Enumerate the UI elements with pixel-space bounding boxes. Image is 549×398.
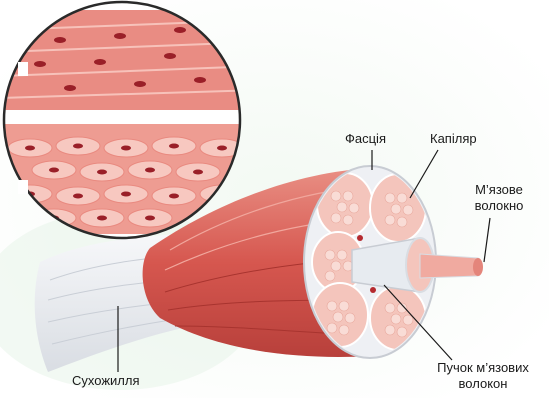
muscle-fiber-label: М’язове волокно: [458, 182, 540, 214]
muscle-fiber-label-line2: волокно: [458, 198, 540, 214]
fiber-bundle-label-line1: Пучок м’язових: [420, 360, 546, 376]
fiber-bundle-label-line2: волокон: [420, 376, 546, 392]
capillary-label: Капіляр: [430, 131, 477, 147]
fiber-bundle-label: Пучок м’язових волокон: [420, 360, 546, 392]
muscle-fiber-label-line1: М’язове: [458, 182, 540, 198]
fascia-label: Фасція: [345, 131, 386, 147]
tendon-label: Сухожилля: [72, 373, 140, 389]
